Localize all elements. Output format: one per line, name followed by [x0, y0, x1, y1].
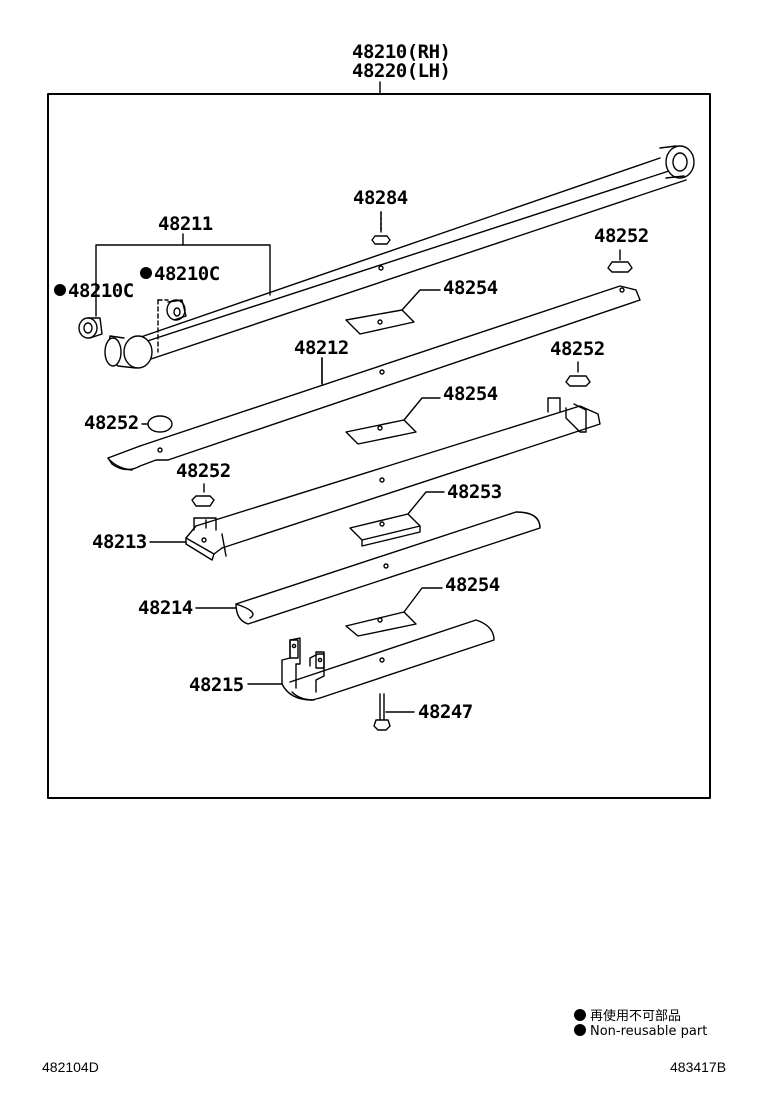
part-label-48253[interactable]: 48253 [447, 481, 502, 503]
spacer-48253 [349, 491, 445, 547]
legend-english: Non-reusable part [574, 1024, 707, 1039]
part-label-48210c-left[interactable]: 48210C [54, 281, 134, 301]
part-label-48254-c[interactable]: 48254 [445, 574, 500, 596]
non-reusable-marker-icon [574, 1009, 586, 1021]
pad-48252-c [565, 361, 591, 387]
bushing-48210c-left [78, 317, 103, 339]
part-label-48284[interactable]: 48284 [353, 187, 408, 209]
part-label-48252-a[interactable]: 48252 [594, 225, 649, 247]
part-label-48252-c[interactable]: 48252 [550, 338, 605, 360]
leaf-48212 [107, 285, 641, 471]
part-label-48212[interactable]: 48212 [294, 337, 349, 359]
pad-48252-d [191, 483, 215, 507]
liner-48254-a [345, 289, 441, 335]
part-label-48252-b[interactable]: 48252 [84, 412, 139, 434]
non-reusable-marker-icon [54, 284, 66, 296]
part-label-48254-b[interactable]: 48254 [443, 383, 498, 405]
part-number-lh[interactable]: 48220(LH) [352, 60, 451, 82]
part-label-48247[interactable]: 48247 [418, 701, 473, 723]
part-label-48213[interactable]: 48213 [92, 531, 147, 553]
assembly-frame [47, 93, 711, 799]
liner-48254-b [345, 397, 441, 445]
leaf-48214 [195, 511, 541, 625]
part-label-48210c-right[interactable]: 48210C [140, 264, 220, 284]
part-number-rh[interactable]: 48210(RH) [352, 41, 451, 63]
part-label-48215[interactable]: 48215 [189, 674, 244, 696]
figure-code-left: 482104D [42, 1059, 99, 1075]
part-label-48252-d[interactable]: 48252 [176, 460, 231, 482]
part-label-48254-a[interactable]: 48254 [443, 277, 498, 299]
leader-48211 [95, 233, 271, 296]
legend-japanese: 再使用不可部品 [574, 1005, 681, 1024]
leaf-48213 [185, 397, 601, 561]
part-label-48211[interactable]: 48211 [158, 213, 213, 235]
pad-48252-b [141, 415, 173, 433]
main-leaf-48211 [104, 145, 695, 369]
non-reusable-marker-icon [574, 1024, 586, 1036]
bushing-48210c-right [157, 299, 187, 353]
part-label-48214[interactable]: 48214 [138, 597, 193, 619]
figure-code-right: 483417B [670, 1059, 727, 1075]
leaf-48215 [247, 619, 495, 701]
non-reusable-marker-icon [140, 267, 152, 279]
pad-48252-a [607, 249, 633, 273]
bolt-48247 [373, 693, 415, 731]
liner-48254-c [345, 587, 443, 637]
